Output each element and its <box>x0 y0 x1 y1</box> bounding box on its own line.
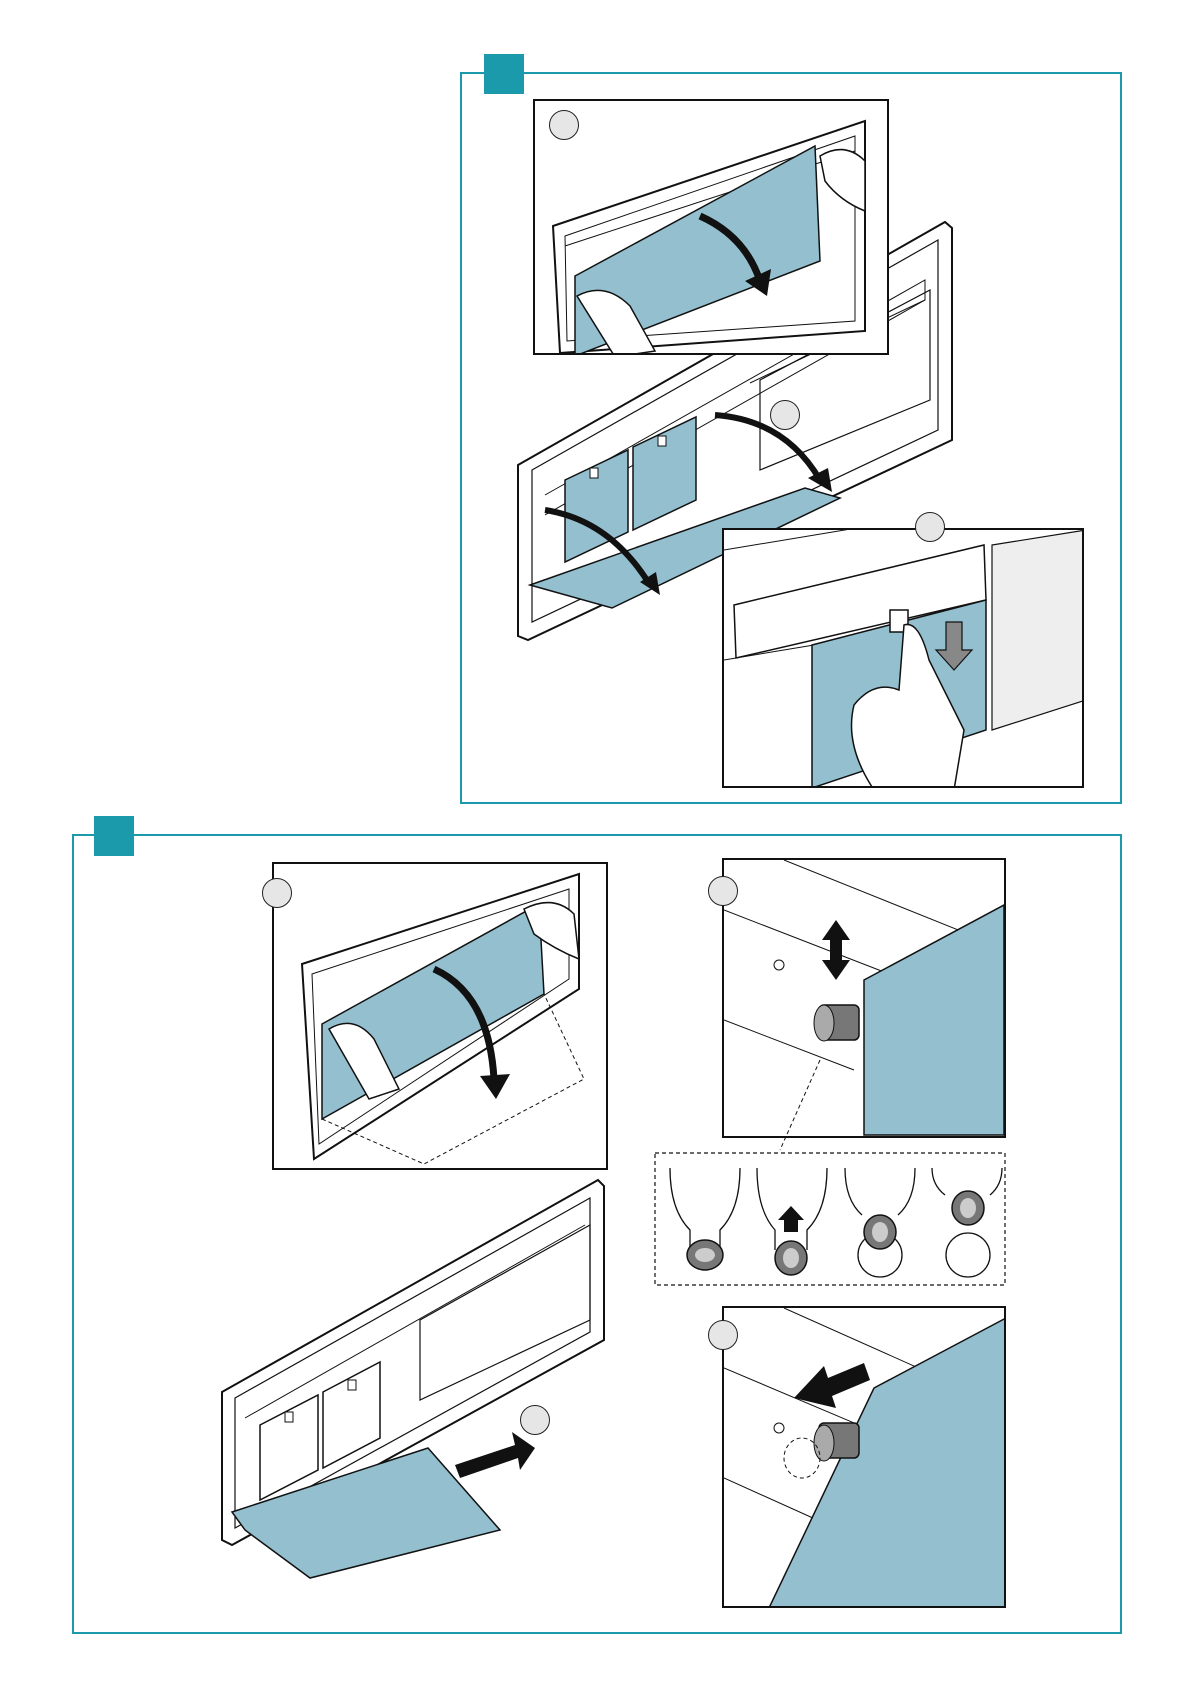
panel-1-tag <box>484 54 524 94</box>
step-marker-icon <box>262 878 292 908</box>
step-marker-icon <box>708 876 738 906</box>
panel-2-step-4-frame <box>722 1306 1006 1608</box>
step-marker-icon <box>708 1320 738 1350</box>
panel-2-step-1-frame <box>272 862 608 1170</box>
panel-1-step-3-frame <box>722 528 1084 788</box>
filter-panel <box>769 1318 1006 1608</box>
step-marker-icon <box>770 400 800 430</box>
panel-1-step-1-frame <box>533 99 889 355</box>
panel-2-tag <box>94 816 134 856</box>
step-marker-icon <box>520 1405 550 1435</box>
panel-2-step-2-frame <box>722 858 1006 1138</box>
step-marker-icon <box>549 110 579 140</box>
left-arrow-icon <box>794 1363 870 1408</box>
filter-panel <box>864 905 1004 1135</box>
step-marker-icon <box>915 512 945 542</box>
